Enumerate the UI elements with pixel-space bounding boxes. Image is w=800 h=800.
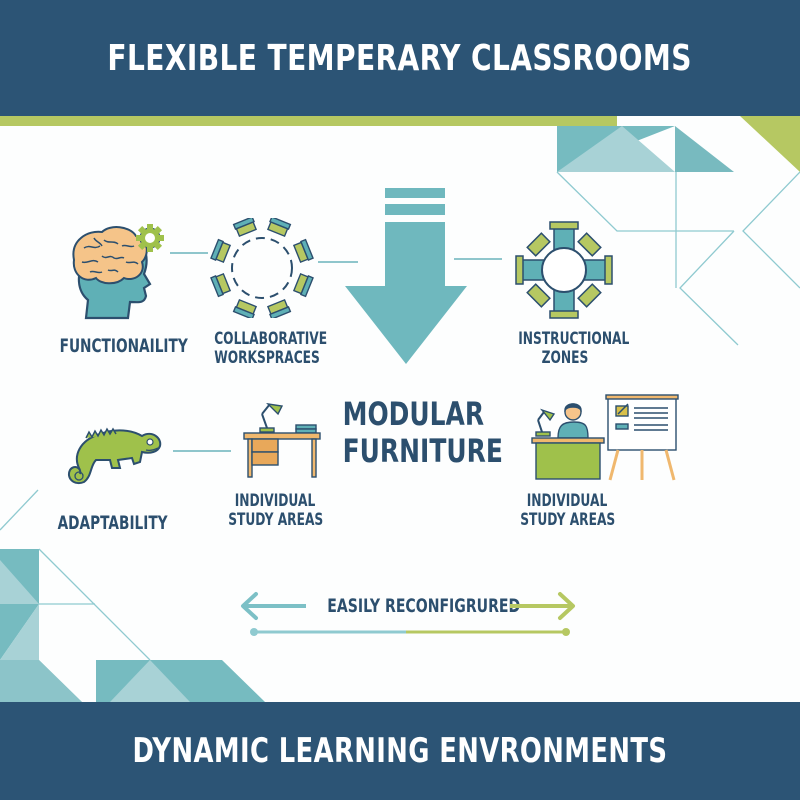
progress-line [250,628,570,636]
label-functionality: FUNCTIONAILITY [59,335,188,357]
connector-line [454,258,502,260]
round-table-chairs-icon [210,218,314,318]
right-arrow-icon [510,592,575,620]
center-label-modular-furniture: MODULAR FURNITURE [342,395,503,470]
desk-lamp-icon [243,403,321,478]
brain-gear-icon [72,224,164,320]
label-instructional-zones: INSTRUCTIONAL ZONES [518,329,630,369]
left-arrow-icon [241,592,306,620]
label-collaborative-workspaces: COLLABORATIVE WORKSPRACES [214,329,328,369]
connector-line [170,252,208,254]
label-individual-study-left: INDIVIDUAL STUDY AREAS [228,491,324,531]
conference-table-icon [515,221,613,319]
connector-line [318,261,358,263]
label-easily-reconfigured: EASILY RECONFIGRURED [327,595,521,617]
accent-strip [0,116,617,126]
header-banner: FLEXIBLE TEMPERARY CLASSROOMS [0,0,800,116]
connector-line [173,450,231,452]
page-title: FLEXIBLE TEMPERARY CLASSROOMS [107,37,693,79]
teacher-whiteboard-icon [531,394,679,481]
chameleon-icon [68,427,162,484]
down-arrow-icon [345,188,467,364]
footer-title: DYNAMIC LEARNING ENVRONMENTS [132,731,668,771]
label-individual-study-right: INDIVIDUAL STUDY AREAS [520,491,616,531]
footer-banner: DYNAMIC LEARNING ENVRONMENTS [0,702,800,800]
label-adaptability: ADAPTABILITY [57,512,168,534]
